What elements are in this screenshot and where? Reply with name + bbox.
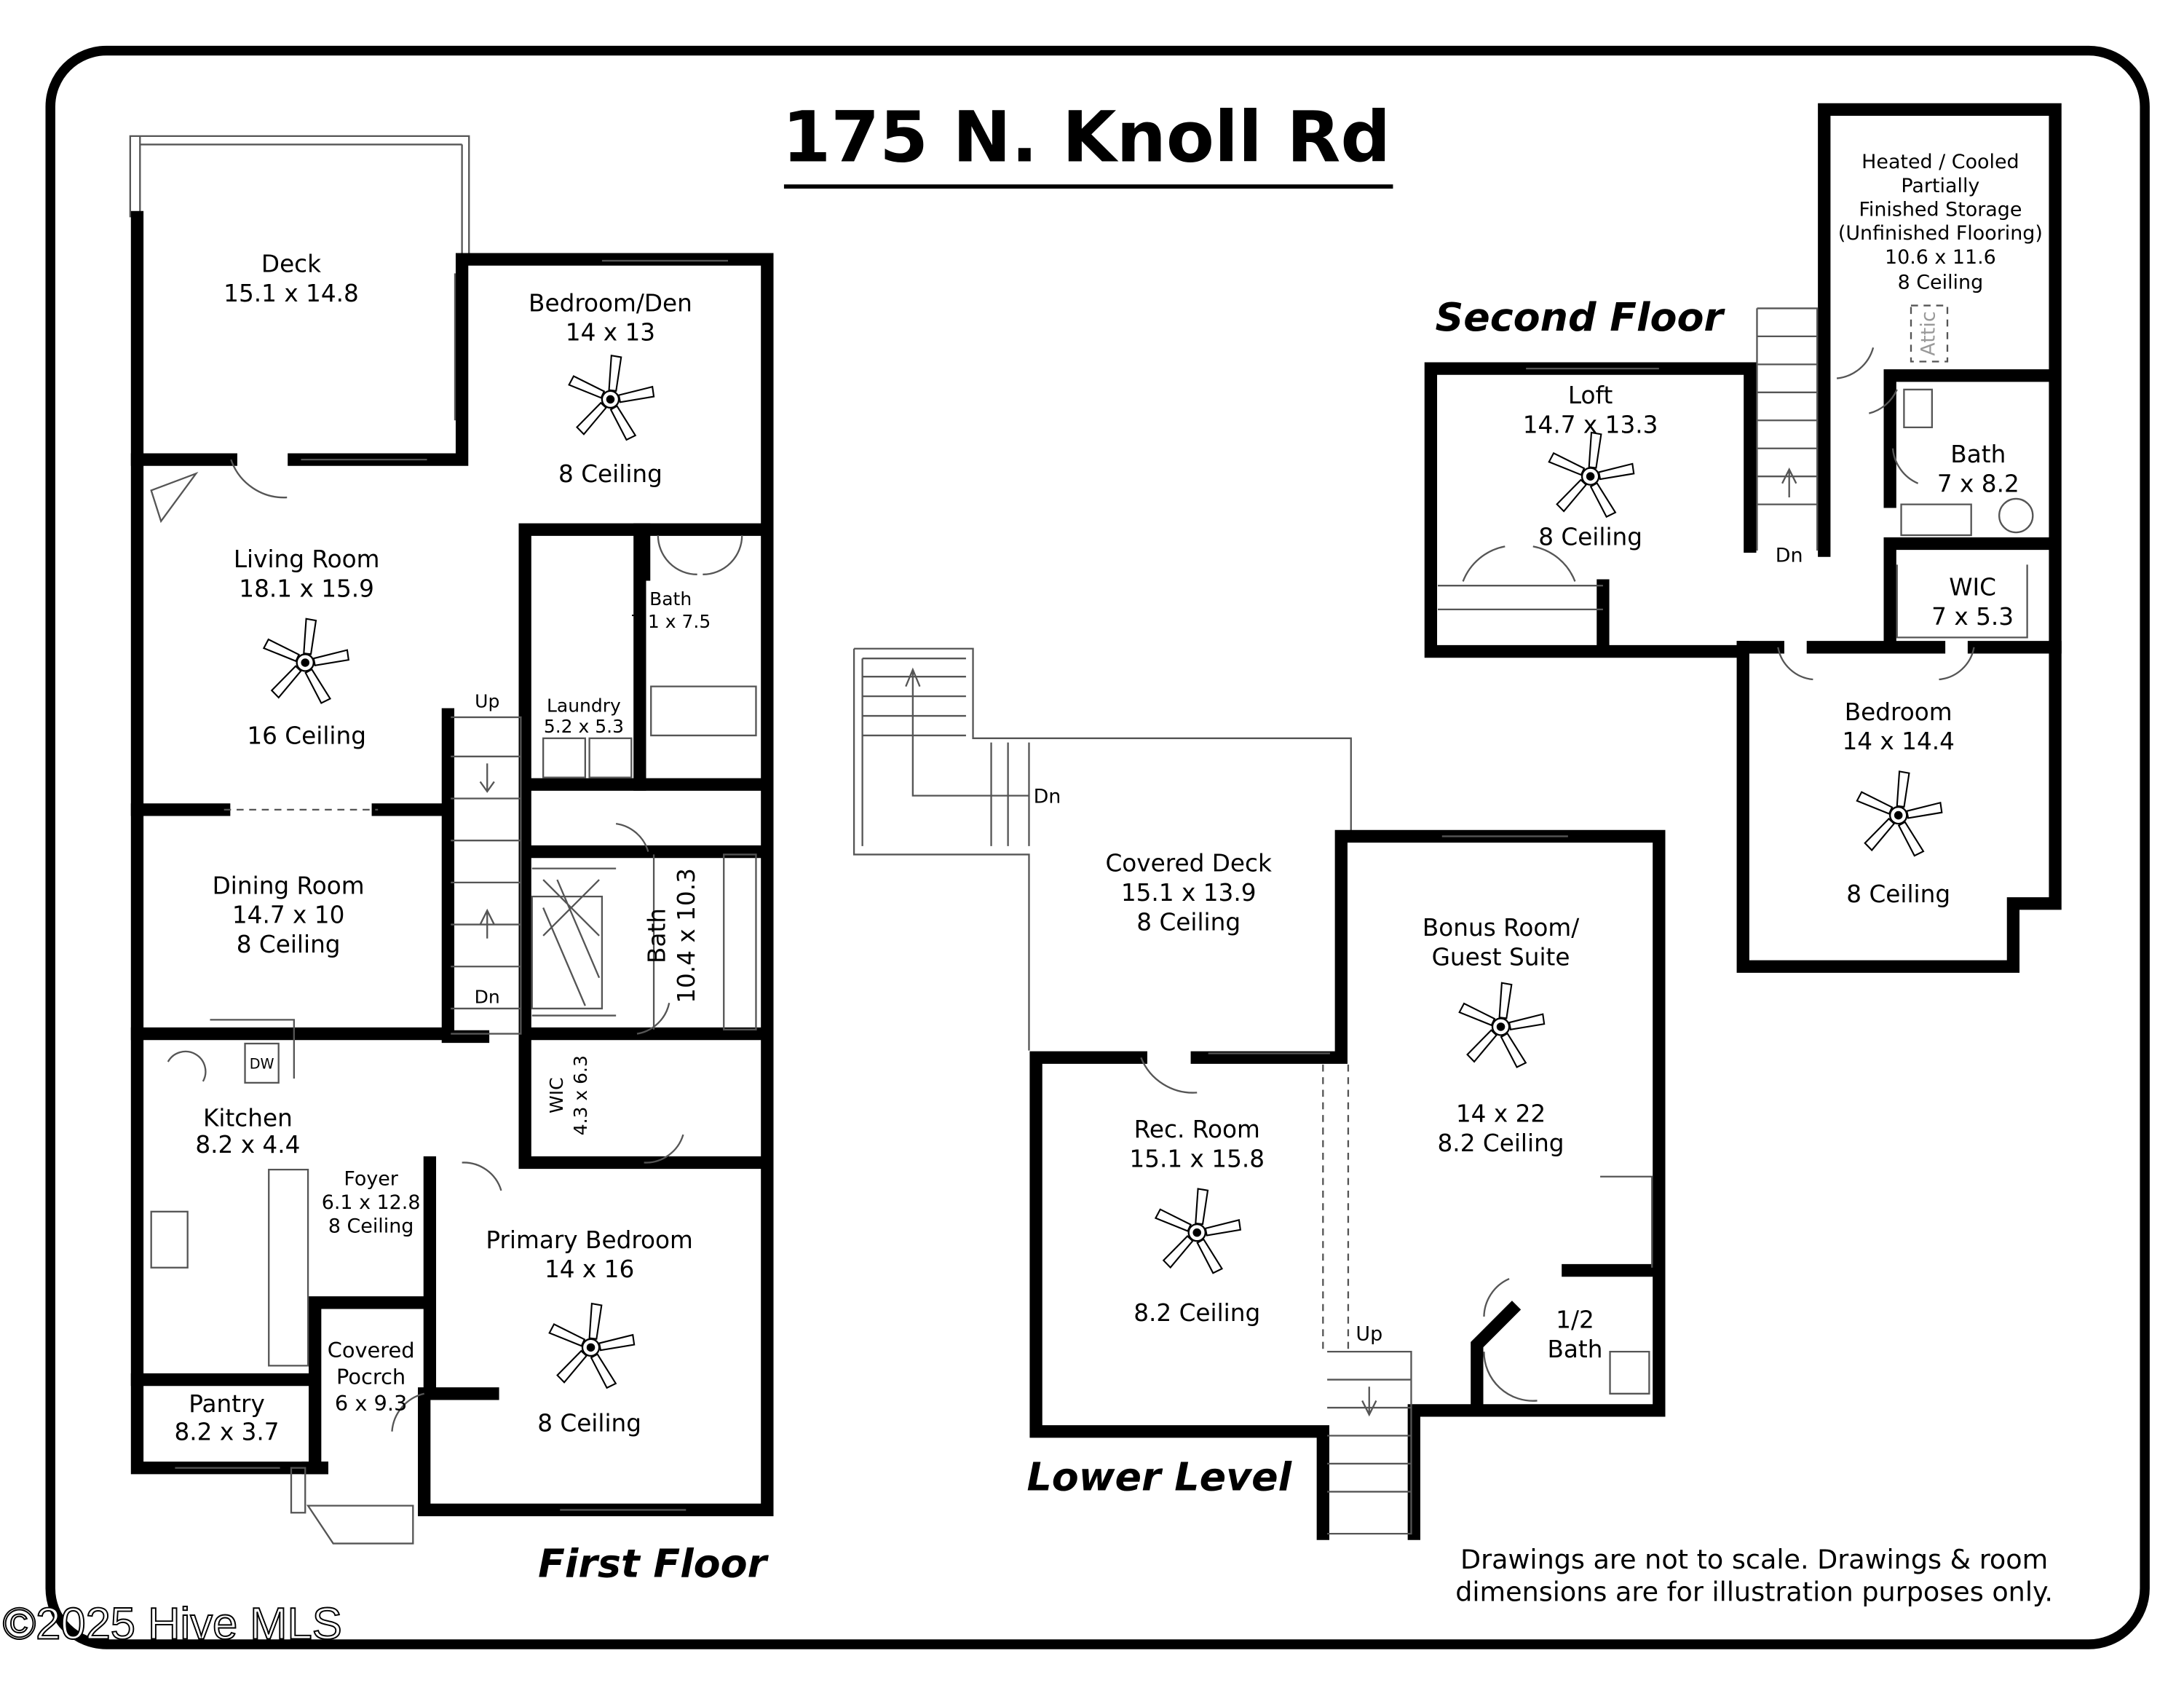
dishwasher-label: DW xyxy=(250,1056,274,1073)
watermark: ©2025 Hive MLS xyxy=(3,1598,342,1649)
page-frame xyxy=(45,45,2150,1649)
room-kitchen-name: Kitchen xyxy=(203,1105,293,1132)
room-foyer-dims: 6.1 x 12.8 xyxy=(322,1191,421,1214)
room-dining-name: Dining Room xyxy=(213,872,365,899)
ceiling-fan-icon xyxy=(547,1301,636,1391)
room-living-ceiling: 16 Ceiling xyxy=(247,722,366,750)
room-loft-dims: 14.7 x 13.3 xyxy=(1523,411,1658,439)
first-floor-plan xyxy=(129,135,1947,1545)
room-foyer-name: Foyer xyxy=(344,1167,398,1190)
lower-level-label: Lower Level xyxy=(1026,1454,1292,1500)
lower-level-plan xyxy=(852,647,1666,1540)
room-bedroom2-ceiling: 8 Ceiling xyxy=(1846,880,1950,908)
ceiling-fan-icon xyxy=(1547,430,1635,520)
room-laundry-name: Laundry xyxy=(547,695,621,716)
room-wic-dims: 4.3 x 6.3 xyxy=(570,1055,591,1135)
room-half-bath-name2: Bath xyxy=(1547,1336,1602,1363)
room-bedroom-den-ceiling: 8 Ceiling xyxy=(558,460,662,488)
room-bonus-name2: Guest Suite xyxy=(1432,943,1570,971)
room-wic-name: WIC xyxy=(546,1077,567,1113)
room-rec-name: Rec. Room xyxy=(1134,1116,1260,1143)
lower-stairs-up-label: Up xyxy=(1356,1323,1382,1346)
room-bath-name: Bath xyxy=(649,588,692,610)
room-storage-line3: Finished Storage xyxy=(1859,199,2022,221)
room-wic2-name: WIC xyxy=(1949,574,1996,602)
room-kitchen-dims: 8.2 x 4.4 xyxy=(195,1131,300,1159)
room-storage-line4: (Unfinished Flooring) xyxy=(1838,222,2043,245)
room-rec-dims: 15.1 x 15.8 xyxy=(1129,1145,1265,1172)
stairs-dn-label: Dn xyxy=(475,986,500,1007)
room-dining-ceiling: 8 Ceiling xyxy=(237,931,341,958)
room-living-name: Living Room xyxy=(234,545,380,573)
room-rec-ceiling: 8.2 Ceiling xyxy=(1133,1299,1260,1327)
stairs-up-label: Up xyxy=(475,691,499,712)
room-porch-name: Covered xyxy=(328,1338,415,1362)
room-deck-dims: 15.1 x 14.8 xyxy=(223,280,359,307)
room-porch-dims: 6 x 9.3 xyxy=(335,1391,408,1416)
ceiling-fan-icon xyxy=(566,353,655,443)
room-covered-deck-dims: 15.1 x 13.9 xyxy=(1121,879,1257,907)
room-bath3-dims: 7 x 8.2 xyxy=(1937,470,2019,497)
disclaimer-line2: dimensions are for illustration purposes… xyxy=(1455,1576,2053,1607)
room-porch-name2: Pocrch xyxy=(336,1364,405,1389)
ceiling-fan-icon xyxy=(1153,1186,1242,1276)
first-floor-label: First Floor xyxy=(538,1541,769,1587)
ceiling-fan-icon xyxy=(1855,769,1943,859)
room-covered-deck-name: Covered Deck xyxy=(1105,850,1272,877)
room-bedroom2-name: Bedroom xyxy=(1845,698,1952,726)
room-bath3-name: Bath xyxy=(1950,441,2006,468)
room-bath2-dims: 10.4 x 10.3 xyxy=(673,868,700,1003)
room-wic2-dims: 7 x 5.3 xyxy=(1931,603,2014,631)
room-foyer-ceiling: 8 Ceiling xyxy=(328,1215,414,1238)
room-bedroom-den-name: Bedroom/Den xyxy=(529,289,692,317)
ceiling-fan-icon xyxy=(261,616,350,706)
room-primary-name: Primary Bedroom xyxy=(486,1226,693,1254)
disclaimer-line1: Drawings are not to scale. Drawings & ro… xyxy=(1460,1544,2048,1575)
second-floor-label: Second Floor xyxy=(1435,294,1725,340)
room-living-dims: 18.1 x 15.9 xyxy=(239,575,374,603)
room-dining-dims: 14.7 x 10 xyxy=(232,902,345,929)
room-bedroom-den-dims: 14 x 13 xyxy=(566,319,655,347)
room-pantry-name: Pantry xyxy=(189,1390,265,1418)
attic-label: Attic xyxy=(1918,311,1940,355)
room-laundry-dims: 5.2 x 5.3 xyxy=(544,716,624,737)
room-storage-line2: Partially xyxy=(1901,175,1979,197)
room-bedroom2-dims: 14 x 14.4 xyxy=(1842,727,1955,755)
second-floor-plan xyxy=(1424,103,2062,973)
room-storage-dims: 10.6 x 11.6 xyxy=(1885,246,1996,269)
room-storage-ceiling: 8 Ceiling xyxy=(1898,272,1984,294)
room-bath-dims: 7.1 x 7.5 xyxy=(630,611,711,632)
room-half-bath-name: 1/2 xyxy=(1556,1306,1594,1333)
lower-stairs-dn-label: Dn xyxy=(1034,785,1061,808)
room-pantry-dims: 8.2 x 3.7 xyxy=(174,1418,279,1446)
room-bath2-name: Bath xyxy=(643,908,670,963)
second-stairs-dn-label: Dn xyxy=(1776,545,1803,567)
ceiling-fan-icon xyxy=(1457,980,1546,1070)
room-bonus-dims: 14 x 22 xyxy=(1456,1100,1546,1128)
room-storage-line1: Heated / Cooled xyxy=(1861,151,2019,173)
room-deck-name: Deck xyxy=(261,250,321,277)
room-loft-name: Loft xyxy=(1568,382,1613,409)
room-bonus-ceiling: 8.2 Ceiling xyxy=(1438,1129,1564,1157)
page-title: 175 N. Knoll Rd xyxy=(782,97,1390,178)
room-loft-ceiling: 8 Ceiling xyxy=(1538,523,1642,551)
room-covered-deck-ceiling: 8 Ceiling xyxy=(1136,908,1241,936)
room-bonus-name: Bonus Room/ xyxy=(1423,914,1580,942)
room-primary-dims: 14 x 16 xyxy=(545,1255,634,1283)
room-primary-ceiling: 8 Ceiling xyxy=(537,1410,641,1437)
